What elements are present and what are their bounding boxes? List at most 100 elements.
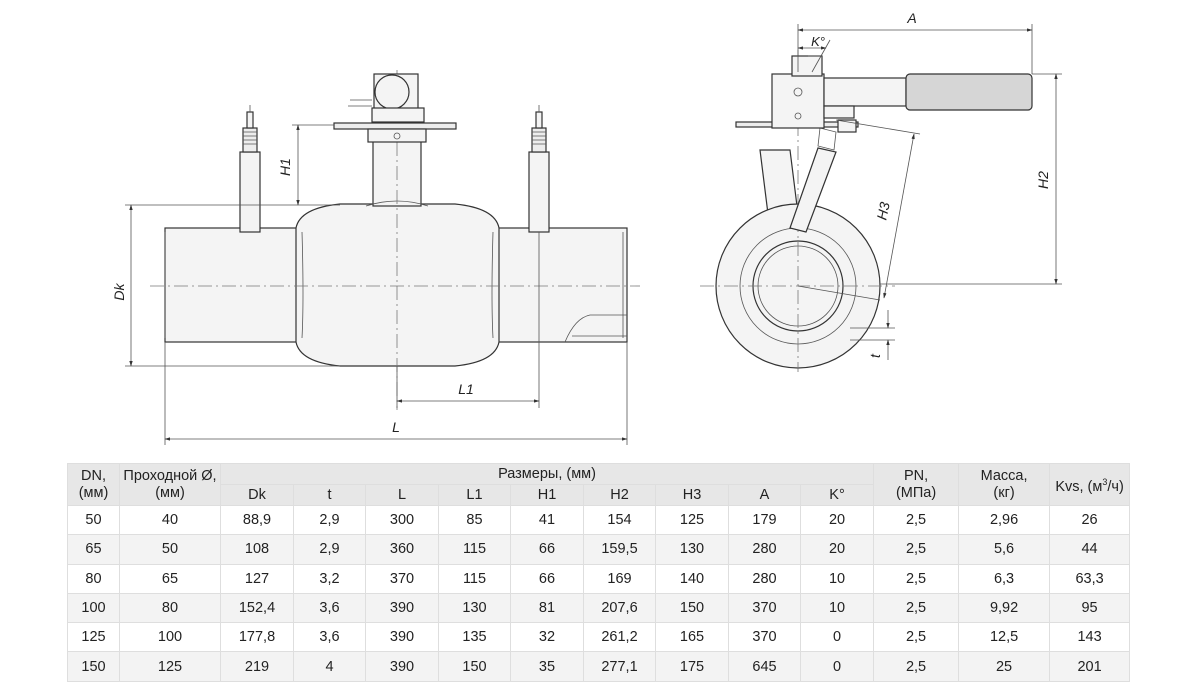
table-cell: 115 — [438, 563, 511, 594]
vent-pipe-right — [528, 105, 550, 233]
vent-pipe-left — [239, 105, 261, 233]
table-cell: 280 — [728, 563, 801, 594]
table-cell: 20 — [799, 504, 875, 536]
table-header-row: DN,(мм) Проходной Ø,(мм) Размеры, (мм) P… — [67, 463, 1131, 506]
table-cell: 140 — [655, 563, 729, 594]
valve-technical-drawing: Dk H1 L1 L — [111, 10, 1062, 445]
dim-label-l: L — [392, 419, 400, 435]
header-bore: Проходной Ø,(мм) — [119, 463, 221, 506]
table-cell: 2,5 — [873, 563, 960, 594]
table-cell: 2,5 — [873, 534, 960, 565]
table-cell: 2,96 — [958, 504, 1051, 536]
table-cell: 370 — [728, 592, 801, 624]
table-cell: 2,9 — [293, 504, 366, 536]
table-cell: 2,5 — [873, 592, 960, 624]
table-cell: 179 — [728, 504, 801, 536]
table-cell: 4 — [293, 651, 366, 682]
table-cell: 165 — [655, 622, 729, 653]
table-cell: 125 — [655, 504, 729, 536]
table-cell: 65 — [119, 563, 221, 594]
header-h2: H2 — [583, 484, 656, 506]
table-cell: 390 — [365, 622, 439, 653]
table-cell: 280 — [728, 534, 801, 565]
header-a: A — [728, 484, 801, 506]
table-cell: 5,6 — [958, 534, 1051, 565]
table-subheader-row: Dk t L L1 H1 H2 H3 A K° — [68, 484, 1130, 506]
table-cell: 3,6 — [293, 622, 366, 653]
table-cell: 66 — [510, 563, 584, 594]
table-cell: 40 — [119, 504, 221, 536]
table-cell: 150 — [655, 592, 729, 624]
table-cell: 300 — [365, 504, 439, 536]
header-kvs: Kvs, (м3/ч) — [1049, 463, 1131, 506]
dim-label-h1: H1 — [277, 158, 293, 176]
table-cell: 125 — [67, 622, 120, 653]
table-cell: 12,5 — [958, 622, 1051, 653]
table-cell: 95 — [1049, 592, 1131, 624]
dim-label-h2: H2 — [1035, 171, 1051, 189]
table-cell: 152,4 — [220, 592, 294, 624]
table-cell: 35 — [510, 651, 584, 682]
table-cell: 130 — [438, 592, 511, 624]
table-cell: 88,9 — [220, 504, 294, 536]
header-dn: DN,(мм) — [67, 463, 120, 506]
table-cell: 2,5 — [873, 504, 960, 536]
table-cell: 44 — [1049, 534, 1131, 565]
side-view: K° A H2 H3 t — [700, 10, 1062, 372]
table-cell: 360 — [365, 534, 439, 565]
table-cell: 219 — [220, 651, 294, 682]
table-cell: 143 — [1049, 622, 1131, 653]
table-cell: 115 — [438, 534, 511, 565]
table-cell: 125 — [119, 651, 221, 682]
front-view: Dk H1 L1 L — [111, 70, 640, 445]
table-cell: 65 — [67, 534, 120, 565]
table-cell: 2,9 — [293, 534, 366, 565]
table-cell: 50 — [119, 534, 221, 565]
dim-label-k: K° — [811, 34, 825, 49]
dim-label-h3: H3 — [873, 200, 892, 221]
table-cell: 2,5 — [873, 622, 960, 653]
table-cell: 2,5 — [873, 651, 960, 682]
table-cell: 20 — [799, 534, 875, 565]
table-cell: 100 — [67, 592, 120, 624]
table-cell: 277,1 — [583, 651, 656, 682]
gear-wheel — [374, 74, 410, 110]
dim-label-dk: Dk — [111, 282, 127, 300]
header-dims-group: Размеры, (мм) — [219, 463, 875, 485]
handle-grip — [905, 73, 1033, 111]
header-mass: Масса,(кг) — [958, 463, 1051, 506]
table-cell: 207,6 — [583, 592, 656, 624]
table-cell: 3,2 — [293, 563, 366, 594]
table-cell: 0 — [799, 651, 875, 682]
header-l1: L1 — [438, 484, 511, 506]
table-cell: 3,6 — [293, 592, 366, 624]
table-cell: 63,3 — [1049, 563, 1131, 594]
table-cell: 41 — [510, 504, 584, 536]
dim-label-a: A — [906, 10, 916, 26]
table-cell: 25 — [958, 651, 1051, 682]
header-h1: H1 — [510, 484, 584, 506]
table-cell: 0 — [799, 622, 875, 653]
table-cell: 10 — [799, 592, 875, 624]
table-cell: 50 — [67, 504, 120, 536]
table-cell: 66 — [510, 534, 584, 565]
table-cell: 81 — [510, 592, 584, 624]
table-cell: 10 — [799, 563, 875, 594]
header-pn: PN,(МПа) — [873, 463, 960, 506]
table-cell: 175 — [655, 651, 729, 682]
table-cell: 32 — [510, 622, 584, 653]
table-cell: 100 — [119, 622, 221, 653]
header-t: t — [293, 484, 366, 506]
header-h3: H3 — [655, 484, 729, 506]
table-cell: 135 — [438, 622, 511, 653]
table-cell: 370 — [728, 622, 801, 653]
dim-label-t: t — [867, 353, 883, 358]
table-cell: 80 — [119, 592, 221, 624]
table-cell: 261,2 — [583, 622, 656, 653]
table-cell: 150 — [67, 651, 120, 682]
table-cell: 390 — [365, 651, 439, 682]
